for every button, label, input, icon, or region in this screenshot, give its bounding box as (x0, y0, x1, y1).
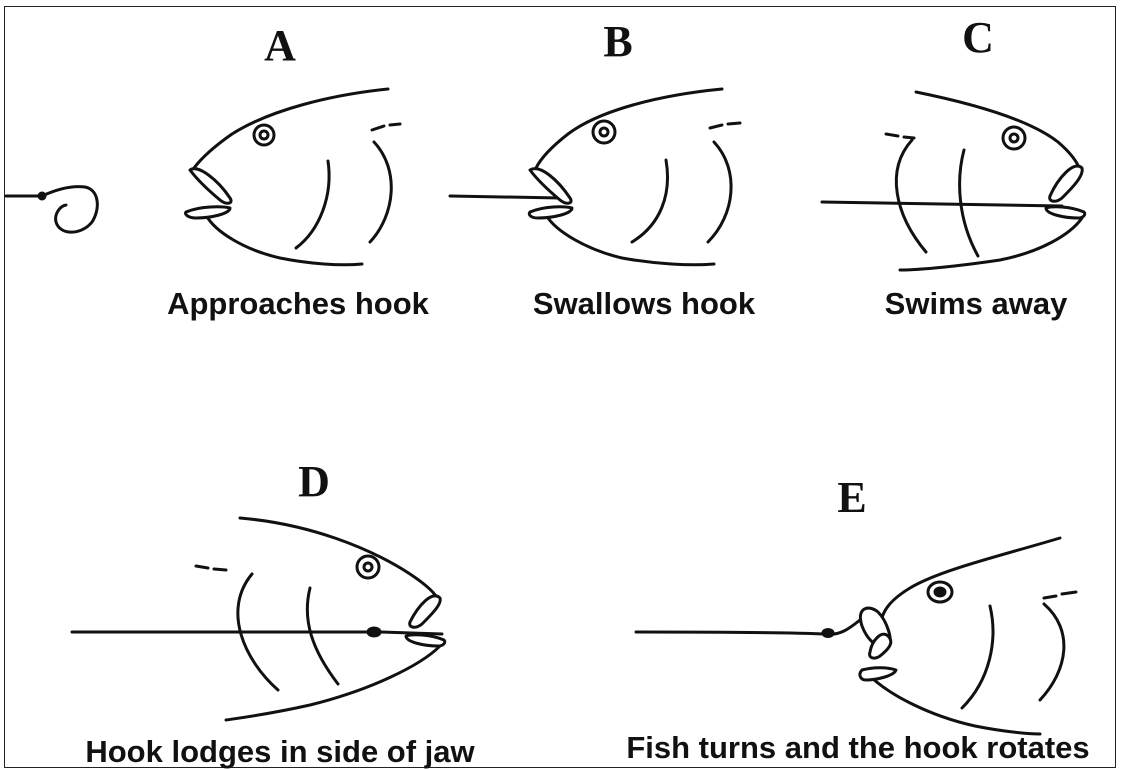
fish-c-icon (886, 92, 1085, 270)
panel-letter-a: A (264, 24, 296, 68)
fishing-line (822, 202, 1062, 206)
caption-e: Fish turns and the hook rotates (626, 732, 1089, 763)
panel-letter-e: E (837, 476, 866, 520)
fish-a-icon (185, 89, 400, 265)
panel-letter-b: B (603, 20, 632, 64)
caption-d: Hook lodges in side of jaw (85, 736, 474, 767)
caption-c: Swims away (885, 288, 1068, 319)
panel-a-illustration (6, 89, 400, 265)
fish-d-icon (196, 518, 445, 720)
panel-e-illustration (636, 538, 1076, 734)
panel-b-illustration (450, 89, 740, 265)
panel-c-illustration (822, 92, 1085, 270)
panel-letter-c: C (962, 16, 994, 60)
hook-knot-icon (823, 630, 833, 637)
fishing-line (72, 632, 442, 634)
fishing-line (450, 196, 560, 198)
caption-b: Swallows hook (533, 288, 755, 319)
panel-letter-d: D (298, 460, 330, 504)
hook-icon (6, 187, 97, 233)
caption-a: Approaches hook (167, 288, 429, 319)
hook-knot-icon (368, 628, 380, 636)
fish-e-icon (860, 538, 1076, 734)
fish-b-icon (529, 89, 740, 265)
panel-d-illustration (72, 518, 445, 720)
